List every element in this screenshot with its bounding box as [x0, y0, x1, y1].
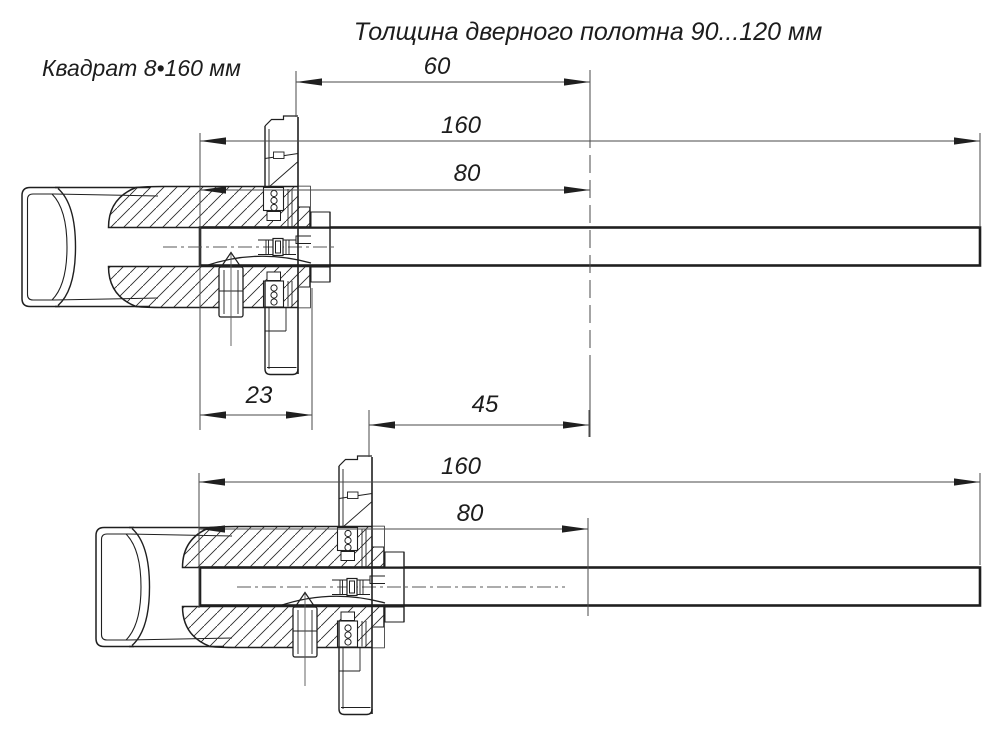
dimension-half-length-80-bottom: 80	[199, 500, 588, 533]
dimensions-top: 60 160 80 23	[199, 53, 981, 437]
dimension-face-offset-45: 45	[369, 391, 589, 429]
spindle-size-label: Квадрат 8•160 мм	[42, 55, 241, 81]
dimension-spindle-length-160: 160	[200, 112, 980, 145]
svg-text:23: 23	[245, 382, 273, 409]
svg-text:80: 80	[457, 500, 484, 527]
dimension-face-offset-60: 60	[296, 53, 590, 86]
dimension-spindle-length-160-bottom: 160	[199, 453, 980, 486]
svg-text:80: 80	[454, 160, 481, 187]
dimensions-bottom: 45 160 80	[198, 391, 981, 616]
svg-text:60: 60	[424, 53, 451, 80]
svg-text:45: 45	[472, 391, 499, 418]
svg-text:160: 160	[441, 112, 482, 139]
dimension-insert-depth-23: 23	[200, 382, 312, 419]
door-thickness-title: Толщина дверного полотна 90...120 мм	[354, 18, 823, 46]
bottom-assembly-view	[95, 455, 982, 716]
svg-text:160: 160	[441, 453, 482, 480]
top-assembly-view	[21, 115, 982, 376]
dimension-half-length-80: 80	[200, 160, 590, 194]
